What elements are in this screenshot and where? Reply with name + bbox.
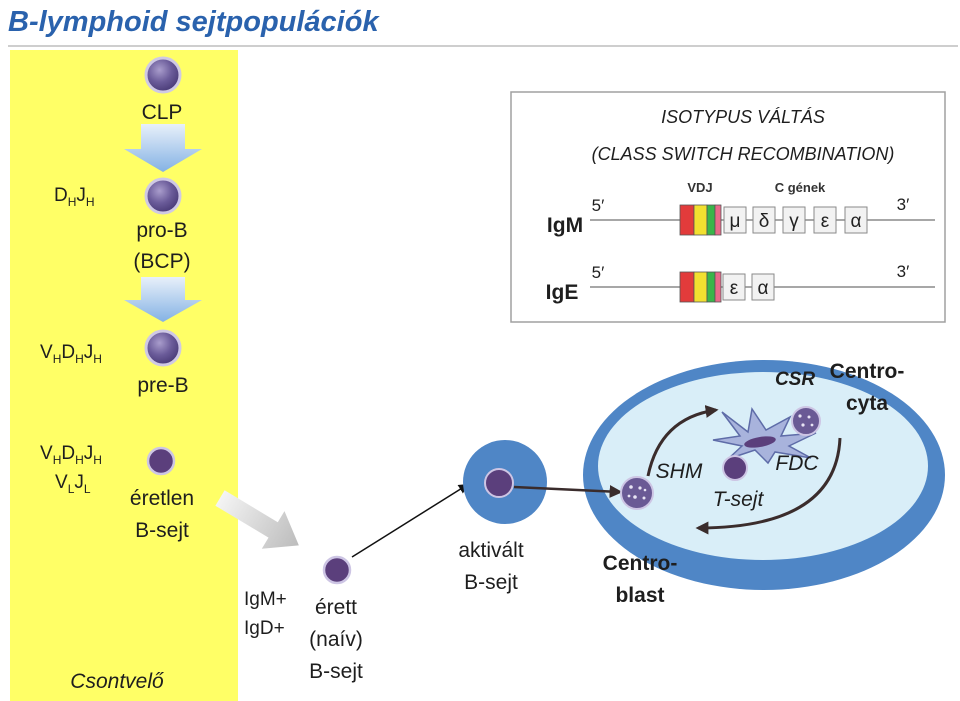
cycle-arrow-down-icon — [695, 437, 842, 535]
centroblast-cell-icon — [620, 476, 654, 510]
gene-alpha: α — [851, 211, 862, 232]
arrow-down-icon — [124, 277, 202, 322]
gene-mu: μ — [730, 211, 741, 232]
j-segment-2 — [714, 204, 722, 236]
gene-delta: δ — [759, 211, 770, 232]
activated-b-nucleus-icon — [484, 468, 514, 498]
centrocyte-label: Centro- — [830, 360, 905, 383]
igd-marker: IgD+ — [244, 618, 285, 639]
cycle-arrow-up-icon — [646, 405, 719, 477]
centrocyte-label-2: cyta — [846, 392, 888, 415]
label-dh-jh: DHJH — [54, 185, 95, 209]
germinal-center-inner — [598, 372, 928, 560]
gene-gamma: γ — [789, 211, 799, 232]
t-cell-label: T-sejt — [713, 488, 765, 511]
pro-b-cell-icon — [144, 177, 182, 215]
three-prime-label: 3′ — [897, 262, 910, 281]
j-segment — [706, 204, 716, 236]
bone-marrow-label: Csontvelő — [70, 670, 164, 693]
five-prime-label: 5′ — [592, 196, 605, 215]
isotype-switch-title: ISOTYPUS VÁLTÁS — [661, 107, 825, 127]
ige-locus-row: IgE 5′ 3′ ε α — [546, 262, 935, 304]
gene-box-alpha — [751, 273, 775, 301]
fdc-label: FDC — [775, 452, 819, 475]
j-segment — [706, 271, 716, 303]
arrow-to-centroblast-icon — [513, 485, 623, 499]
immature-label: éretlen — [130, 487, 194, 510]
immature-b-sejt-label: B-sejt — [135, 519, 189, 542]
pre-b-cell-icon — [144, 329, 182, 367]
activated-label: aktivált — [458, 539, 524, 562]
v-segment — [679, 204, 695, 236]
shm-label: SHM — [656, 460, 703, 483]
centroblast-label-2: blast — [615, 584, 664, 607]
igm-label: IgM — [547, 214, 583, 237]
pre-b-label: pre-B — [137, 374, 188, 397]
d-segment — [693, 204, 708, 236]
gene-box-epsilon — [813, 206, 837, 234]
gene-box-mu — [723, 206, 747, 234]
label-vh-dh-jh: VHDHJH — [40, 342, 102, 366]
gene-box-gamma — [782, 206, 806, 234]
gene-box-alpha — [844, 206, 868, 234]
j-segment-2 — [714, 271, 722, 303]
isotype-switch-subtitle: (CLASS SWITCH RECOMBINATION) — [592, 144, 895, 164]
pro-b-label: pro-B — [136, 219, 187, 242]
d-segment — [693, 271, 708, 303]
clp-cell-icon — [144, 56, 182, 94]
gene-epsilon: ε — [821, 211, 830, 232]
gene-box-epsilon — [722, 273, 746, 301]
activated-b-sejt-label: B-sejt — [464, 571, 518, 594]
gene-box-delta — [752, 206, 776, 234]
centroblast-label: Centro- — [603, 552, 678, 575]
bcp-label: (BCP) — [133, 250, 190, 273]
fdc-cell-icon — [712, 407, 817, 465]
arrow-down-icon — [124, 124, 202, 172]
t-cell-icon — [722, 455, 748, 481]
igm-marker: IgM+ — [244, 589, 287, 610]
mature-label: érett — [315, 596, 357, 619]
naive-label: (naív) — [309, 628, 363, 651]
vdj-heading: VDJ — [687, 180, 712, 195]
page-title: B-lymphoid sejtpopulációk — [8, 6, 380, 38]
centrocyte-cell-icon — [791, 406, 821, 436]
gene-epsilon: ε — [730, 278, 739, 299]
clp-label: CLP — [142, 101, 183, 124]
immature-b-cell-icon — [146, 446, 176, 476]
gene-alpha: α — [758, 278, 769, 299]
arrow-exit-marrow-icon — [215, 490, 299, 549]
mature-b-cell-icon — [322, 555, 352, 585]
csr-label: CSR — [775, 369, 815, 390]
ige-label: IgE — [546, 281, 579, 304]
bone-marrow-band — [10, 50, 238, 701]
label-vl-jl: VLJL — [55, 472, 91, 496]
v-segment — [679, 271, 695, 303]
five-prime-label: 5′ — [592, 263, 605, 282]
label-vh-dh-jh-immature: VHDHJH — [40, 443, 102, 467]
igm-locus-row: IgM 5′ 3′ μ δ γ ε α — [547, 195, 935, 237]
c-genes-heading: C gének — [775, 180, 826, 195]
three-prime-label: 3′ — [897, 195, 910, 214]
arrow-activation-icon — [351, 483, 469, 558]
mature-b-sejt-label: B-sejt — [309, 660, 363, 683]
